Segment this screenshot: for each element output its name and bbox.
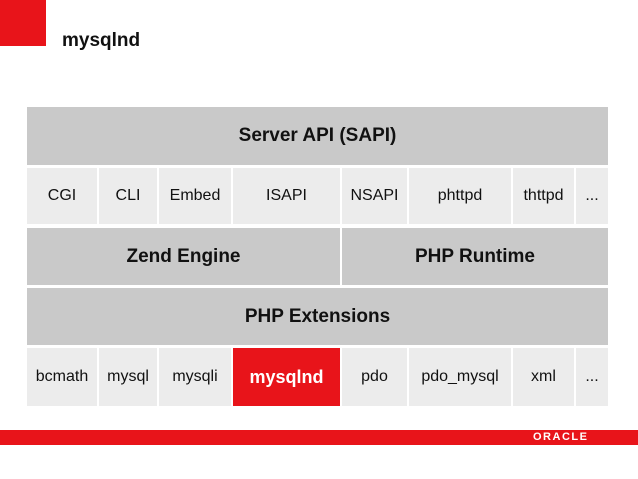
extension-item: mysql (99, 348, 157, 406)
sapi-item: CLI (99, 168, 157, 224)
php-extensions-label: PHP Extensions (244, 305, 391, 327)
extension-item: pdo_mysql (409, 348, 511, 406)
extension-item: ... (576, 348, 608, 406)
extension-item-mysqlnd: mysqlnd (233, 348, 340, 406)
oracle-logo: ORACLE (533, 431, 589, 443)
sapi-item: thttpd (513, 168, 574, 224)
extension-item: bcmath (27, 348, 97, 406)
php-runtime-label: PHP Runtime (414, 245, 535, 267)
extension-item: pdo (342, 348, 407, 406)
accent-square (0, 0, 46, 46)
zend-engine-layer: Zend Engine (27, 228, 340, 285)
sapi-item: ISAPI (233, 168, 340, 224)
sapi-item: NSAPI (342, 168, 407, 224)
sapi-layer-label: Server API (SAPI) (238, 125, 397, 146)
sapi-item: phttpd (409, 168, 511, 224)
extension-item: xml (513, 348, 574, 406)
extension-item: mysqli (159, 348, 231, 406)
sapi-layer: Server API (SAPI) (27, 107, 608, 165)
php-extensions-layer: PHP Extensions (27, 288, 608, 345)
sapi-item: CGI (27, 168, 97, 224)
footer-bar (0, 430, 638, 445)
sapi-item: Embed (159, 168, 231, 224)
sapi-item: ... (576, 168, 608, 224)
slide-title: mysqlnd (62, 30, 141, 51)
php-runtime-layer: PHP Runtime (342, 228, 608, 285)
zend-engine-label: Zend Engine (126, 245, 241, 267)
